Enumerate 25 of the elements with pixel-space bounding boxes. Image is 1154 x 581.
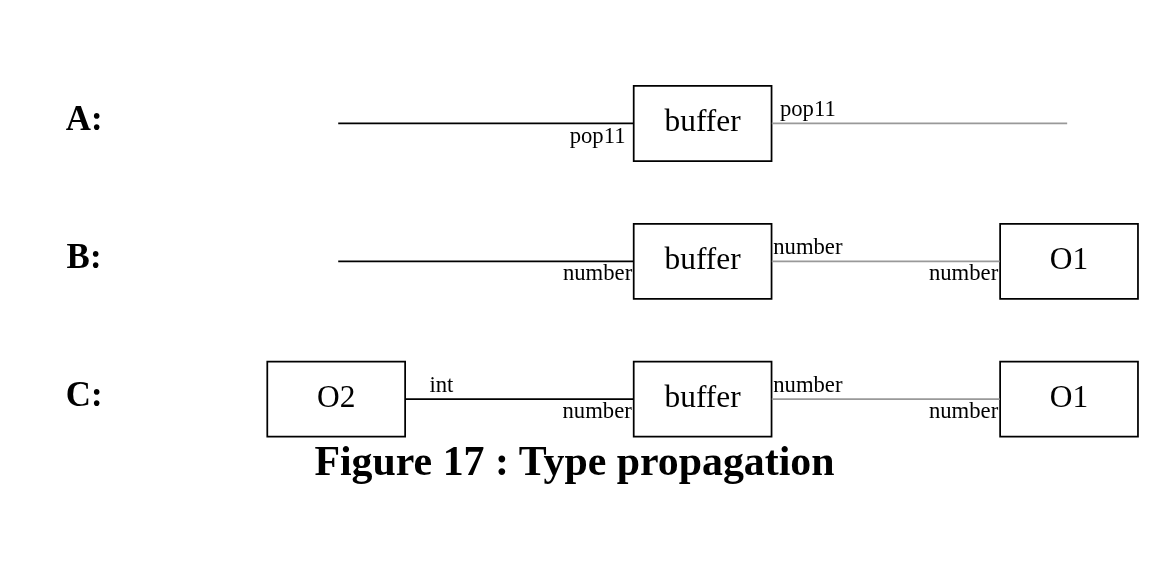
node-box: buffer	[632, 360, 773, 438]
node-box: O1	[999, 360, 1139, 438]
node-label: number	[773, 371, 843, 397]
node-box: buffer	[632, 84, 773, 162]
connector	[770, 259, 1001, 262]
node-box: O2	[266, 360, 406, 438]
node-label: pop11	[569, 122, 626, 148]
node-label: number	[928, 397, 999, 423]
caption: Figure 17 : Type propagation	[314, 437, 835, 484]
label: B:	[66, 236, 102, 276]
node-label: int	[429, 371, 454, 397]
connector	[770, 122, 1069, 124]
node-label: number	[562, 397, 632, 423]
node-box: O1	[999, 222, 1139, 300]
node-box: buffer	[632, 222, 773, 300]
connector	[337, 259, 635, 262]
connector	[404, 397, 635, 400]
connector	[337, 122, 635, 124]
node-label: number	[773, 233, 843, 259]
label: C:	[65, 374, 103, 414]
node-label: number	[562, 259, 633, 285]
label: A:	[65, 98, 103, 138]
node-label: pop11	[779, 95, 836, 121]
node-label: number	[928, 259, 999, 285]
connector	[770, 397, 1001, 400]
